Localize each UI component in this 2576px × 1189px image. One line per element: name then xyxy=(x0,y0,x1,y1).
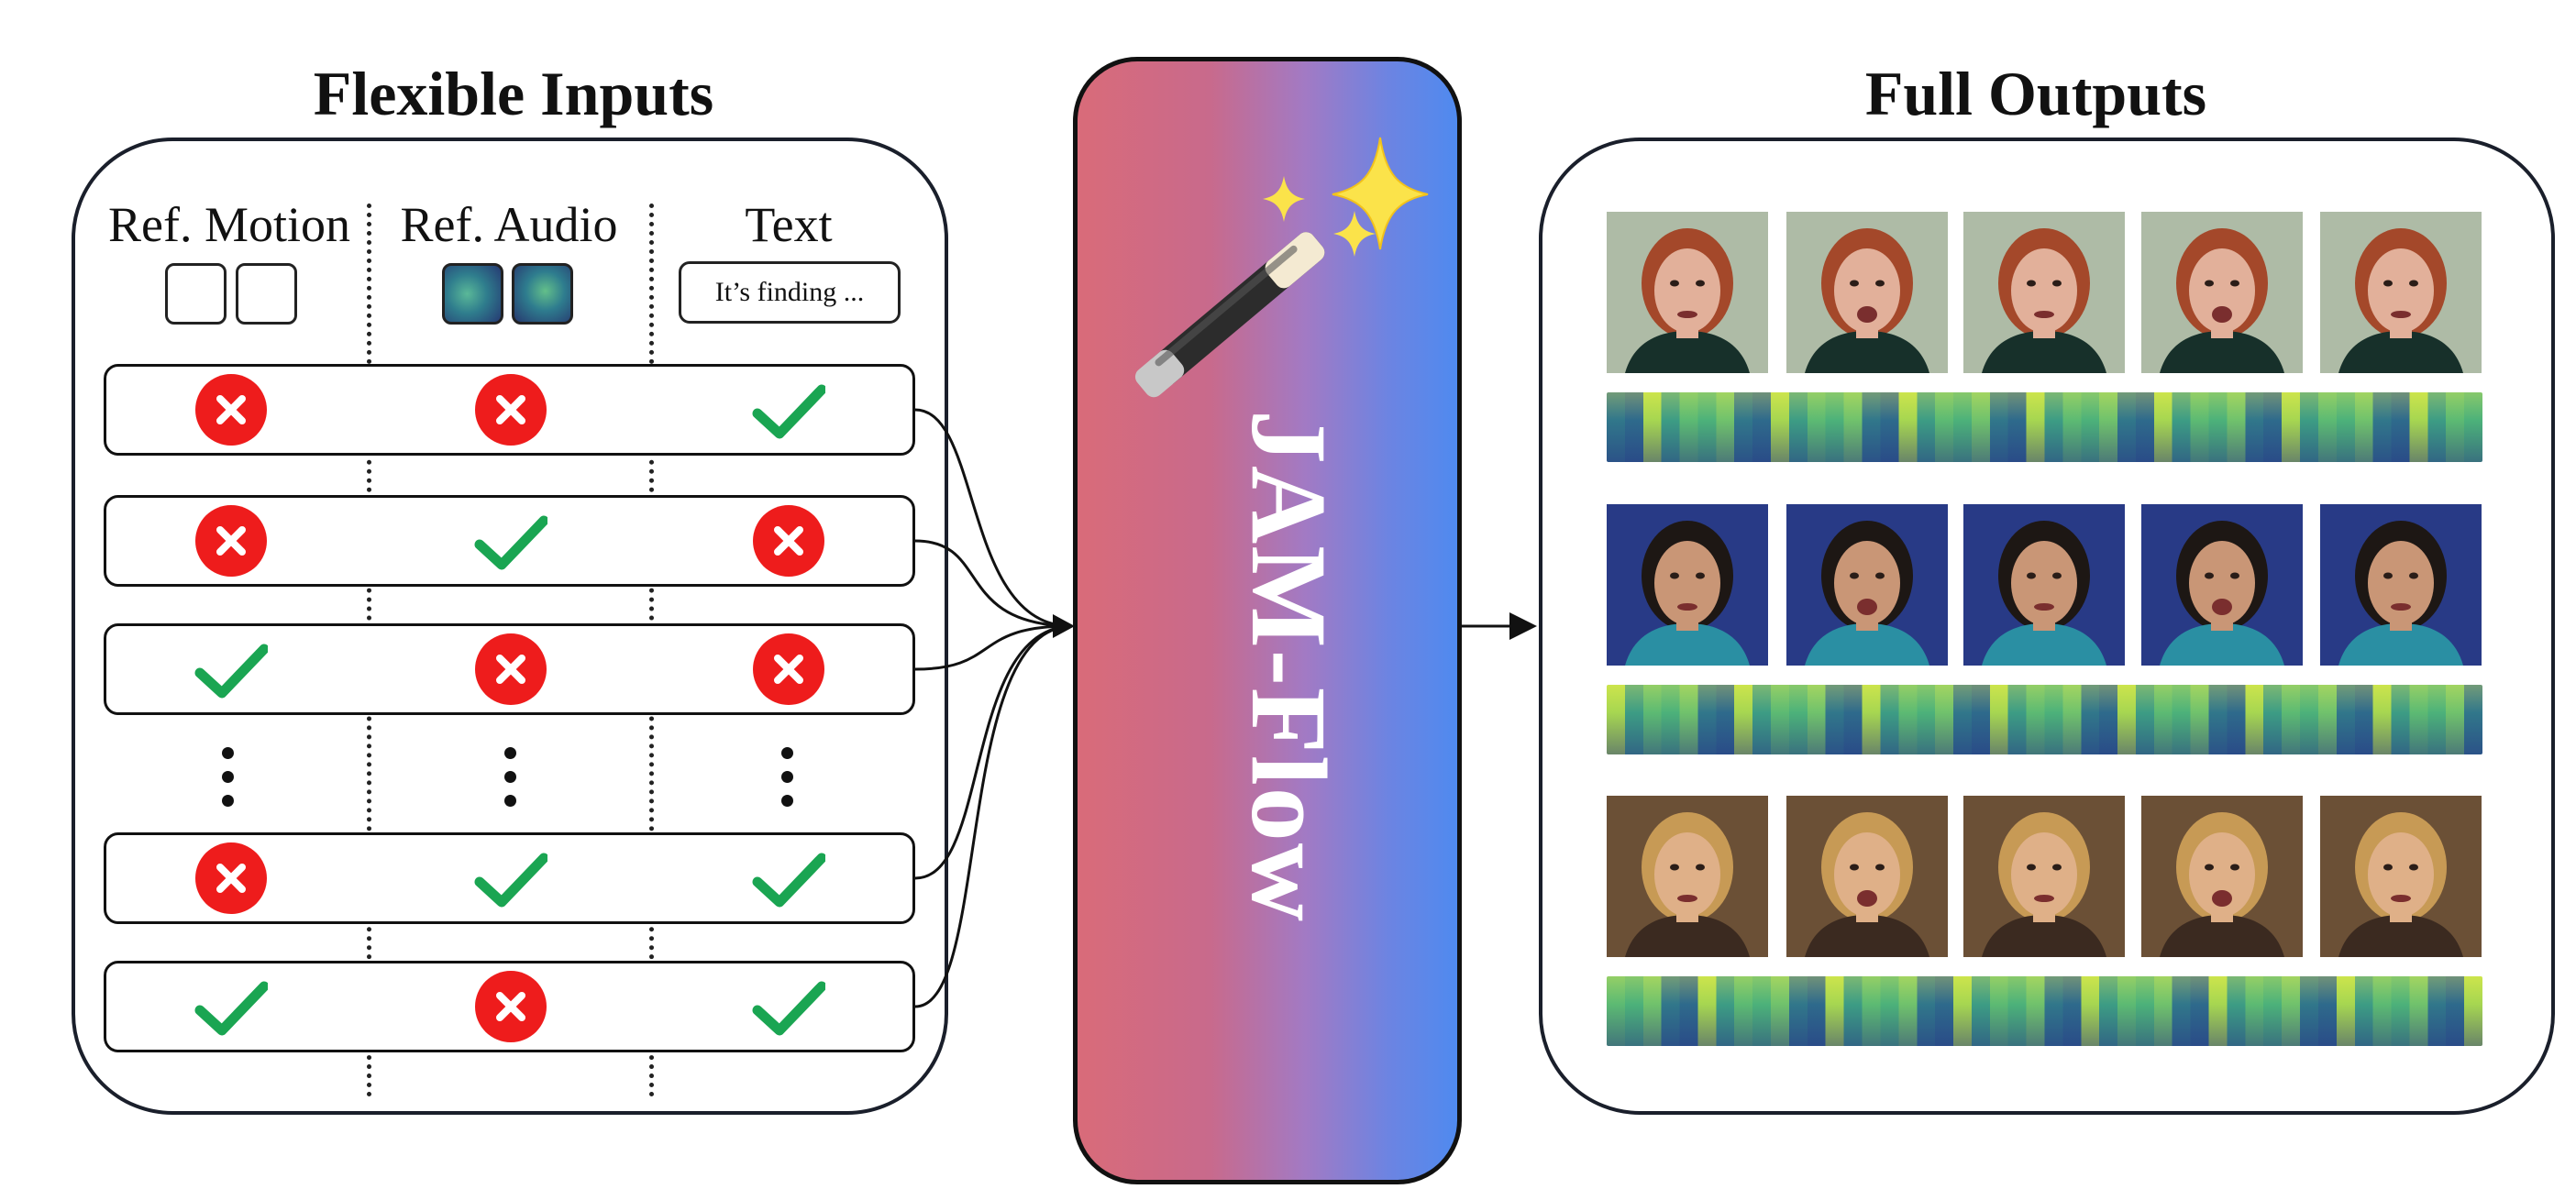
output-face-frame xyxy=(1607,212,1768,373)
text-input-box: It’s finding ... xyxy=(679,261,901,324)
col-header-text: Text xyxy=(745,197,833,252)
output-face-frame xyxy=(1963,796,2125,957)
cross-icon xyxy=(752,504,825,578)
ellipsis-audio xyxy=(504,747,517,819)
check-icon xyxy=(752,970,827,1043)
output-face-frame xyxy=(2141,504,2303,666)
output-face-frame xyxy=(2141,796,2303,957)
ref-motion-thumb xyxy=(236,263,297,325)
cross-icon xyxy=(752,633,825,706)
check-icon xyxy=(474,504,549,578)
ellipsis-text xyxy=(781,747,794,819)
connector-curve xyxy=(914,408,1070,628)
cross-icon xyxy=(194,504,268,578)
connector-curve xyxy=(914,624,1070,1008)
cross-icon xyxy=(194,842,268,915)
check-icon xyxy=(194,970,270,1043)
output-face-frame xyxy=(2141,212,2303,373)
ref-audio-spectrogram-thumb xyxy=(442,263,503,325)
output-face-frame xyxy=(2320,504,2482,666)
output-audio-spectrogram xyxy=(1607,976,2482,1046)
model-block: JAM-Flow xyxy=(1073,57,1462,1184)
connector-curve xyxy=(914,624,1070,880)
col-header-audio: Ref. Audio xyxy=(400,197,618,252)
output-face-frame xyxy=(1607,504,1768,666)
input-arrow-head xyxy=(1053,614,1075,638)
sparkle-icon xyxy=(1332,137,1429,250)
model-name: JAM-Flow xyxy=(1229,410,1349,923)
ellipsis-motion xyxy=(222,747,235,819)
output-audio-spectrogram xyxy=(1607,392,2482,462)
connector-curve xyxy=(914,624,1070,671)
output-face-frame xyxy=(2320,796,2482,957)
cross-icon xyxy=(474,633,547,706)
cross-icon xyxy=(474,970,547,1043)
right-title: Full Outputs xyxy=(1864,59,2207,128)
check-icon xyxy=(752,373,827,446)
check-icon xyxy=(752,842,827,915)
sparkle-icon xyxy=(1333,211,1376,257)
output-face-frame xyxy=(1607,796,1768,957)
output-face-frame xyxy=(1786,212,1948,373)
output-face-frame xyxy=(1963,212,2125,373)
cross-icon xyxy=(474,373,547,446)
left-title: Flexible Inputs xyxy=(313,59,714,128)
sparkle-icon xyxy=(1263,176,1305,222)
output-face-frame xyxy=(1786,796,1948,957)
ref-motion-thumb xyxy=(165,263,227,325)
col-header-motion: Ref. Motion xyxy=(108,197,350,252)
output-face-frame xyxy=(2320,212,2482,373)
output-audio-spectrogram xyxy=(1607,685,2482,754)
cross-icon xyxy=(194,373,268,446)
check-icon xyxy=(194,633,270,706)
output-face-frame xyxy=(1786,504,1948,666)
check-icon xyxy=(474,842,549,915)
output-face-frame xyxy=(1963,504,2125,666)
ref-audio-spectrogram-thumb xyxy=(512,263,573,325)
magic-wand-icon xyxy=(1134,137,1429,398)
connector-curve xyxy=(914,539,1070,628)
